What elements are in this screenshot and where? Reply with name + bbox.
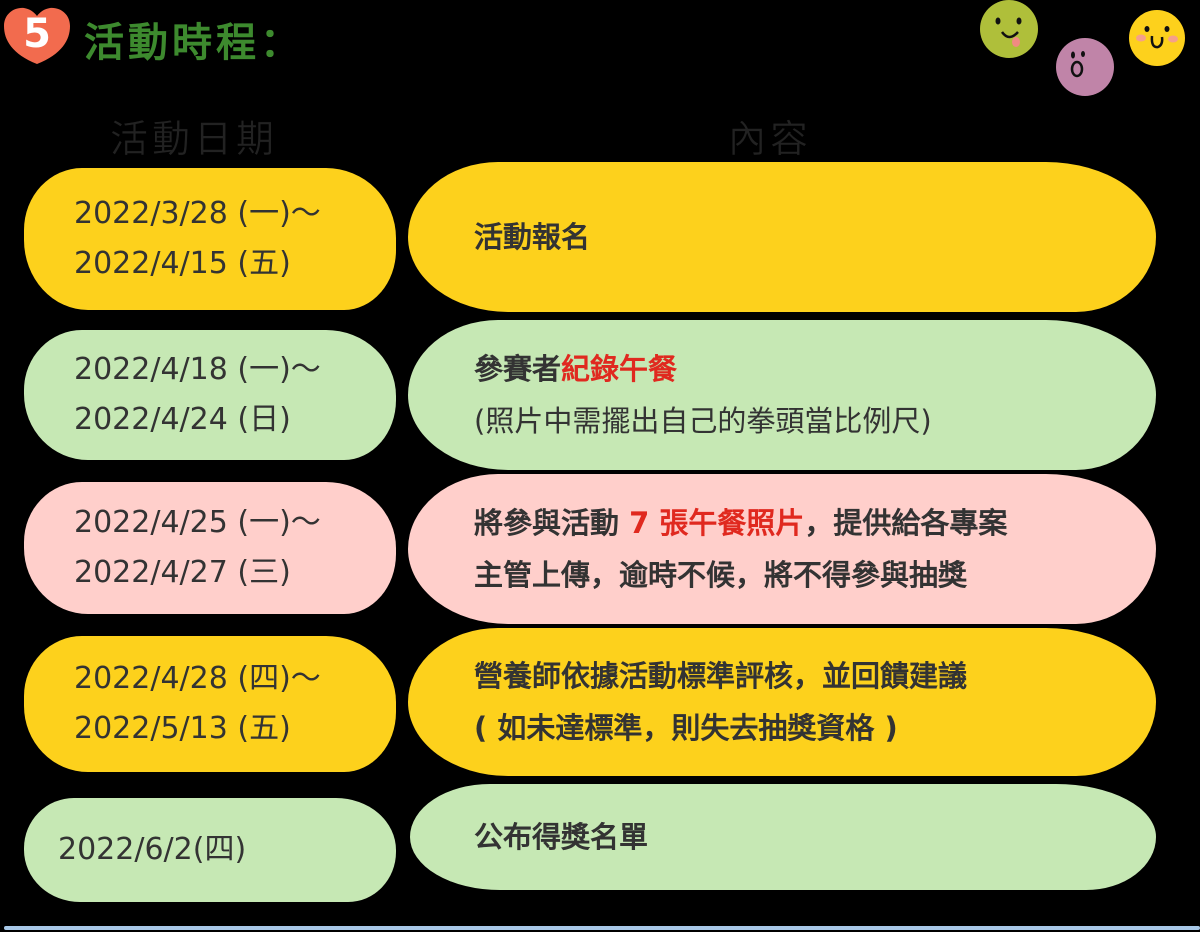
date-cell-submit-photos: 2022/4/25 (一)～ 2022/4/27 (三) — [24, 482, 396, 614]
content-cell-record-lunch: 參賽者紀錄午餐 (照片中需擺出自己的拳頭當比例尺) — [408, 320, 1156, 470]
date-start: 2022/4/28 (四)～ — [74, 661, 321, 696]
content-cell-registration: 活動報名 — [408, 162, 1156, 312]
bottom-divider — [4, 926, 1200, 930]
date-single: 2022/6/2(四) — [58, 832, 247, 867]
smiley-green-tongue-icon — [980, 0, 1038, 58]
highlight-text: 紀錄午餐 — [561, 352, 678, 386]
date-end: 2022/4/27 (三) — [74, 555, 291, 590]
smiley-yellow-blush-icon — [1129, 10, 1185, 66]
date-start: 2022/4/25 (一)～ — [74, 505, 321, 540]
content-cell-announcement: 公布得獎名單 — [410, 784, 1156, 890]
date-cell-record-lunch: 2022/4/18 (一)～ 2022/4/24 (日) — [24, 330, 396, 460]
content-column-header: 內容 — [728, 117, 813, 162]
date-end: 2022/4/15 (五) — [74, 246, 291, 281]
date-cell-announcement: 2022/6/2(四) — [24, 798, 396, 902]
content-line: 主管上傳，逾時不候，將不得參與抽獎 — [474, 558, 968, 592]
date-cell-evaluation: 2022/4/28 (四)～ 2022/5/13 (五) — [24, 636, 396, 772]
content-cell-evaluation: 營養師依據活動標準評核，並回饋建議 ( 如未達標準，則失去抽獎資格 ) — [408, 628, 1156, 776]
smiley-purple-surprised-icon — [1056, 38, 1114, 96]
content-line: 活動報名 — [474, 220, 591, 254]
content-line: 參賽者紀錄午餐 — [474, 352, 678, 386]
date-end: 2022/5/13 (五) — [74, 711, 291, 746]
date-column-header: 活動日期 — [110, 117, 279, 162]
content-line: 將參與活動 7 張午餐照片，提供給各專案 — [474, 506, 1008, 540]
page-title: 活動時程： — [84, 19, 304, 66]
highlight-text: 7 張午餐照片 — [629, 506, 805, 540]
content-line: ( 如未達標準，則失去抽獎資格 ) — [474, 711, 898, 745]
step-number: 5 — [23, 11, 51, 57]
content-line: 營養師依據活動標準評核，並回饋建議 — [474, 659, 968, 693]
heart-badge-icon — [4, 7, 70, 65]
date-end: 2022/4/24 (日) — [74, 402, 291, 437]
content-cell-submit-photos: 將參與活動 7 張午餐照片，提供給各專案 主管上傳，逾時不候，將不得參與抽獎 — [408, 474, 1156, 624]
date-start: 2022/3/28 (一)～ — [74, 196, 321, 231]
date-start: 2022/4/18 (一)～ — [74, 352, 321, 387]
content-line: (照片中需擺出自己的拳頭當比例尺) — [474, 404, 932, 438]
content-line: 公布得獎名單 — [474, 820, 649, 854]
date-cell-registration: 2022/3/28 (一)～ 2022/4/15 (五) — [24, 168, 396, 310]
